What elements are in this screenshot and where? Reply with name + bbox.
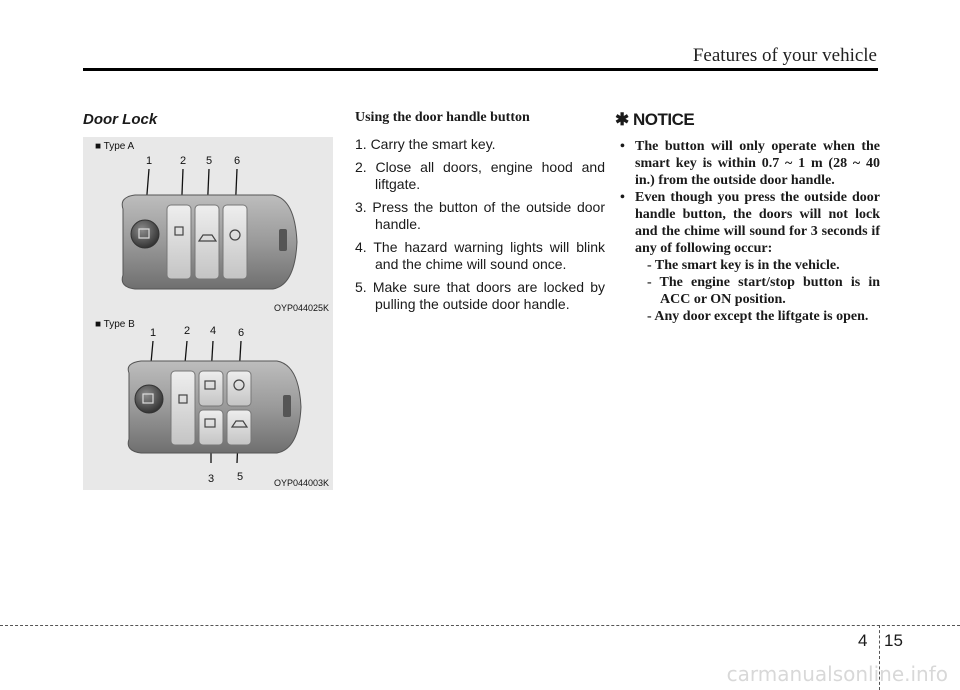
door-icon [204, 418, 216, 428]
notice-bullet: •Even though you press the outside door … [620, 190, 880, 256]
panic-icon [233, 379, 245, 391]
header-rule [83, 68, 878, 71]
type-b-label: ■ Type B [95, 319, 135, 330]
liftgate-icon [197, 234, 218, 242]
notice-sub-bullet: - Any door except the liftgate is open. [647, 309, 869, 324]
notice-sub-bullet: - The smart key is in the vehicle. [647, 258, 840, 273]
notice-column: ✱ NOTICE •The button will only operate w… [615, 110, 880, 325]
type-a-label: ■ Type A [95, 141, 135, 152]
procedure-heading: Using the door handle button [355, 110, 530, 125]
unlock-icon [178, 394, 188, 404]
smart-key-type-b [127, 360, 302, 454]
page-number: 15 [884, 631, 903, 650]
figure-code-b: OYP044003K [274, 478, 329, 488]
figure-type-a: ■ Type A 1 2 5 6 OYP044025K [83, 137, 333, 315]
figure-type-b: ■ Type B 1 2 4 6 3 5 [83, 315, 333, 490]
footer-rule [0, 625, 960, 626]
liftgate-icon [230, 420, 249, 428]
callout-1: 1 [146, 155, 152, 167]
panic-icon [229, 229, 241, 241]
callout-5: 5 [237, 471, 243, 483]
footer-divider [879, 625, 880, 690]
watermark: carmanualsonline.info [726, 662, 948, 686]
callout-5: 5 [206, 155, 212, 167]
notice-bullet: •The button will only operate when the s… [620, 139, 880, 188]
callout-2: 2 [180, 155, 186, 167]
section-number: 4 [858, 631, 868, 650]
step-3: 3. Press the button of the outside door … [355, 199, 605, 232]
figure-code-a: OYP044025K [274, 303, 329, 313]
callout-2: 2 [184, 325, 190, 337]
door-icon [204, 380, 216, 390]
step-5: 5. Make sure that doors are locked by pu… [355, 279, 605, 312]
smart-key-type-a [121, 194, 298, 290]
step-1: 1. Carry the smart key. [355, 136, 496, 152]
callout-6: 6 [234, 155, 240, 167]
step-4: 4. The hazard warning lights will blink … [355, 239, 605, 272]
notice-sub-bullet: - The engine start/stop button is in ACC… [647, 275, 880, 307]
section-title: Door Lock [83, 111, 158, 128]
running-header: Features of your vehicle [692, 45, 877, 66]
unlock-icon [174, 226, 184, 236]
procedure-column: Using the door handle button 1. Carry th… [355, 110, 605, 319]
callout-6: 6 [238, 327, 244, 339]
callout-3: 3 [208, 473, 214, 485]
step-2: 2. Close all doors, engine hood and lift… [355, 159, 605, 192]
callout-4: 4 [210, 325, 216, 337]
callout-1: 1 [150, 327, 156, 339]
notice-title: ✱ NOTICE [615, 110, 695, 129]
